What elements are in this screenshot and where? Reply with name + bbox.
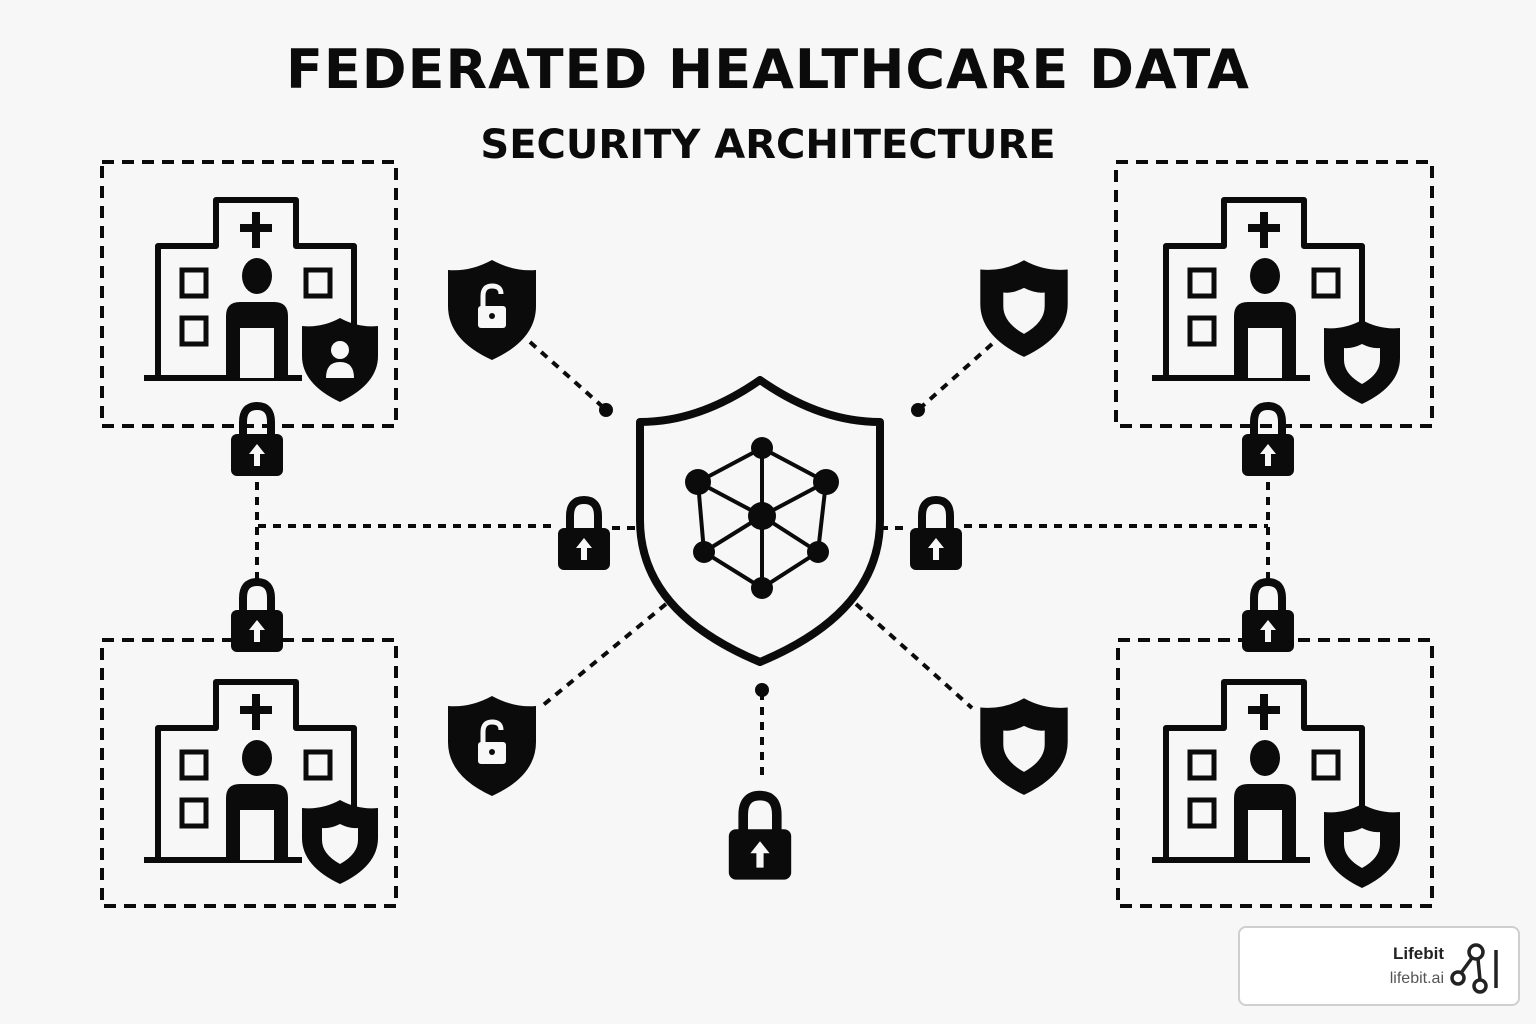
lifebit-badge[interactable]: Lifebit lifebit.ai bbox=[1238, 926, 1520, 1006]
padlock-icon bbox=[558, 500, 610, 570]
diagram-subtitle: SECURITY ARCHITECTURE bbox=[480, 122, 1056, 168]
shield-icon bbox=[1324, 320, 1400, 404]
shield-unlock-icon bbox=[448, 696, 536, 796]
shield-icon bbox=[1324, 804, 1400, 888]
diagram-title: FEDERATED HEALTHCARE DATA bbox=[286, 38, 1250, 101]
padlock-icon bbox=[1242, 582, 1294, 652]
shield-icon bbox=[980, 260, 1068, 357]
shield-user-icon bbox=[302, 318, 378, 402]
shield-icon bbox=[980, 698, 1068, 795]
padlock-icon bbox=[231, 582, 283, 652]
brand-url: lifebit.ai bbox=[1389, 970, 1444, 987]
shield-unlock-icon bbox=[448, 260, 536, 360]
network-shield-icon bbox=[636, 376, 884, 666]
connector-dots bbox=[599, 403, 925, 697]
padlock-icon bbox=[910, 500, 962, 570]
node-box-top-left bbox=[100, 160, 398, 428]
padlock-icon bbox=[729, 796, 791, 880]
padlock-icon bbox=[1242, 406, 1294, 476]
padlock-icon bbox=[231, 406, 283, 476]
node-box-bottom-right bbox=[1116, 638, 1434, 908]
connector-lines bbox=[255, 340, 1270, 782]
node-box-top-right bbox=[1114, 160, 1434, 428]
brand-name: Lifebit bbox=[1393, 944, 1444, 963]
lifebit-logo-icon bbox=[1450, 943, 1498, 994]
shield-icon bbox=[302, 800, 378, 884]
